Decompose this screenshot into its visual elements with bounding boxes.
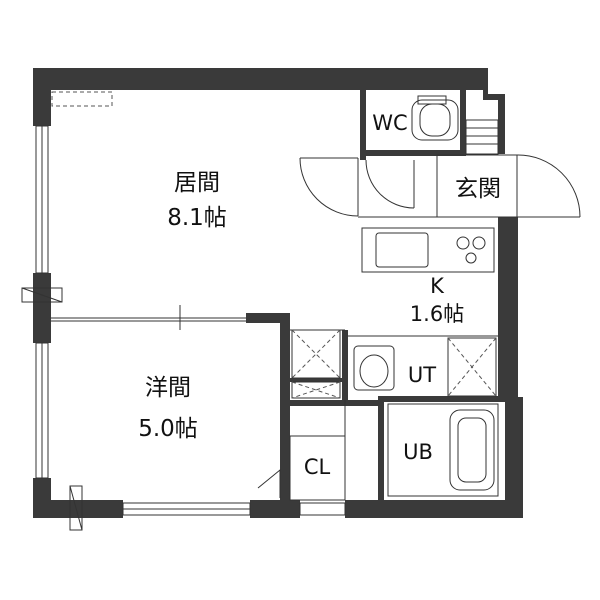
fixtures <box>21 95 581 531</box>
kitchen-name: K <box>430 274 445 298</box>
kitchen-size: 1.6帖 <box>410 302 464 326</box>
ub-label: UB <box>403 440 433 464</box>
wc-label: WC <box>372 111 407 135</box>
entrance-name: 玄関 <box>455 176 501 202</box>
room-labels: 居間 8.1帖 洋間 5.0帖 玄関 K 1.6帖 WC UT UB CL <box>138 111 501 479</box>
closet-label: CL <box>304 455 331 479</box>
windows <box>35 91 499 516</box>
ut-label: UT <box>408 363 436 387</box>
western-room-name: 洋間 <box>145 375 191 401</box>
living-room-name: 居間 <box>174 170 220 196</box>
western-room-size: 5.0帖 <box>138 416 198 442</box>
walls <box>33 68 523 518</box>
living-room-size: 8.1帖 <box>167 205 227 231</box>
